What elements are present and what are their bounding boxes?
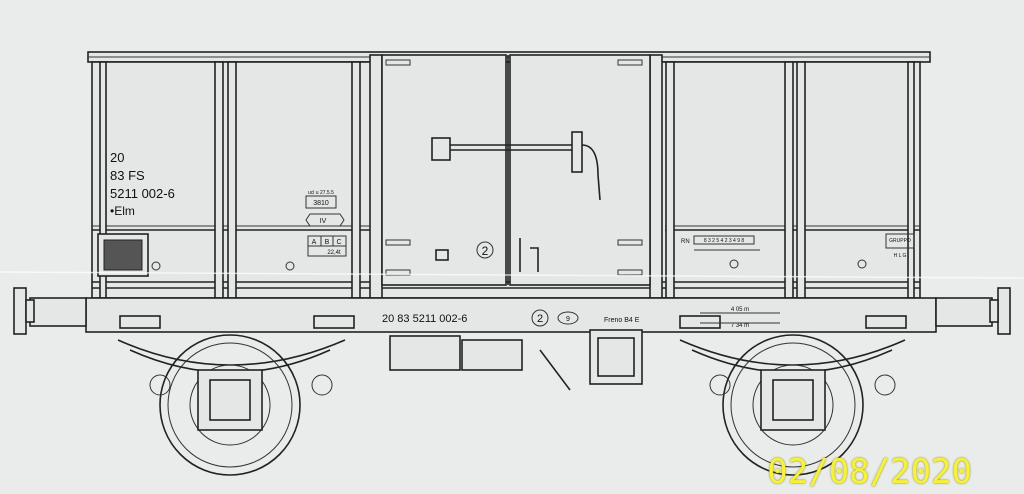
freno-label: Freno B4 E [604,317,640,324]
brake-gear [389,329,643,391]
data-boxes-right: RN 8 3 2 5 4 2 3 4 9 8 GRUPPO H L G [681,233,915,269]
rn-label: RN [681,239,690,245]
buffers [13,287,1011,335]
left-wheelset [117,334,346,476]
right-box: GRUPPO [889,238,911,244]
underframe: 20 83 5211 002-6 2 9 Freno B4 E 4 05 m 7… [85,297,937,333]
wagon-roof [87,51,931,63]
door-number: 2 [482,244,489,258]
marking-line-1: 20 [110,150,124,165]
frame-circle-small: 9 [566,316,570,323]
abc-b: B [325,239,330,246]
rn-digits: 8 3 2 5 4 2 3 4 9 8 [704,238,745,244]
frame-number: 20 83 5211 002-6 [382,313,467,325]
abc-c: C [336,239,341,246]
abc-a: A [312,239,317,246]
frame-circle: 2 [537,313,543,325]
dim-1: 4 05 m [731,307,749,313]
date-label: ucl u 27.5.5 [308,190,334,196]
photo-date-stamp: 02/08/2020 [767,452,972,492]
paper-crease [0,271,1024,279]
right-box-2: H L G [894,253,907,259]
sliding-doors: 2 [381,54,651,286]
marking-line-2: 83 FS [110,168,145,183]
wagon-markings: 20 83 FS 5211 002-6 •Elm [110,150,175,218]
box-text: 3810 [313,200,329,207]
data-boxes-left: ucl u 27.5.5 3810 IV A B C 22,4t [97,190,347,277]
abc-value: 22,4t [327,250,341,256]
marking-line-4: •Elm [110,204,135,218]
right-wheelset [679,334,906,476]
dim-2: 7 34 m [731,323,749,329]
marking-line-3: 5211 002-6 [110,186,175,201]
tare-box: IV [320,218,327,225]
